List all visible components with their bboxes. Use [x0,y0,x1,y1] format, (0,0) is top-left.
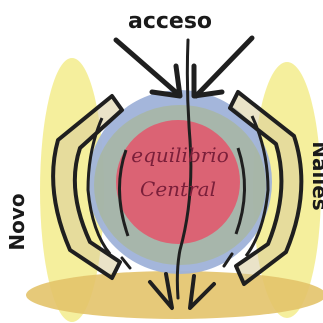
label-core-line1: equilibrio [131,143,229,167]
inner-red-circle [116,120,240,244]
bottom-tan-band [26,271,323,319]
arrow-left-from-top [113,37,181,97]
label-core-line2: Central [140,177,216,201]
central-flow-line [175,38,193,300]
left-bracket [51,94,124,280]
bottom-left-mark [120,256,132,270]
label-right: Nalles [308,141,323,210]
arrow-right-from-top [193,35,255,99]
inner-right-arc [234,147,246,235]
bottom-arrow-right [188,274,216,310]
inner-left-arc [118,149,130,237]
right-bracket-inner [244,115,270,257]
right-bracket [228,90,304,286]
bottom-arrow-left [148,272,174,310]
bottom-right-mark [222,252,234,268]
label-left: Novo [5,193,29,250]
arrow-left-head [149,63,183,99]
label-acceso: acceso [128,9,212,34]
arrow-right-head [191,63,225,99]
left-bracket-inner [86,117,112,255]
